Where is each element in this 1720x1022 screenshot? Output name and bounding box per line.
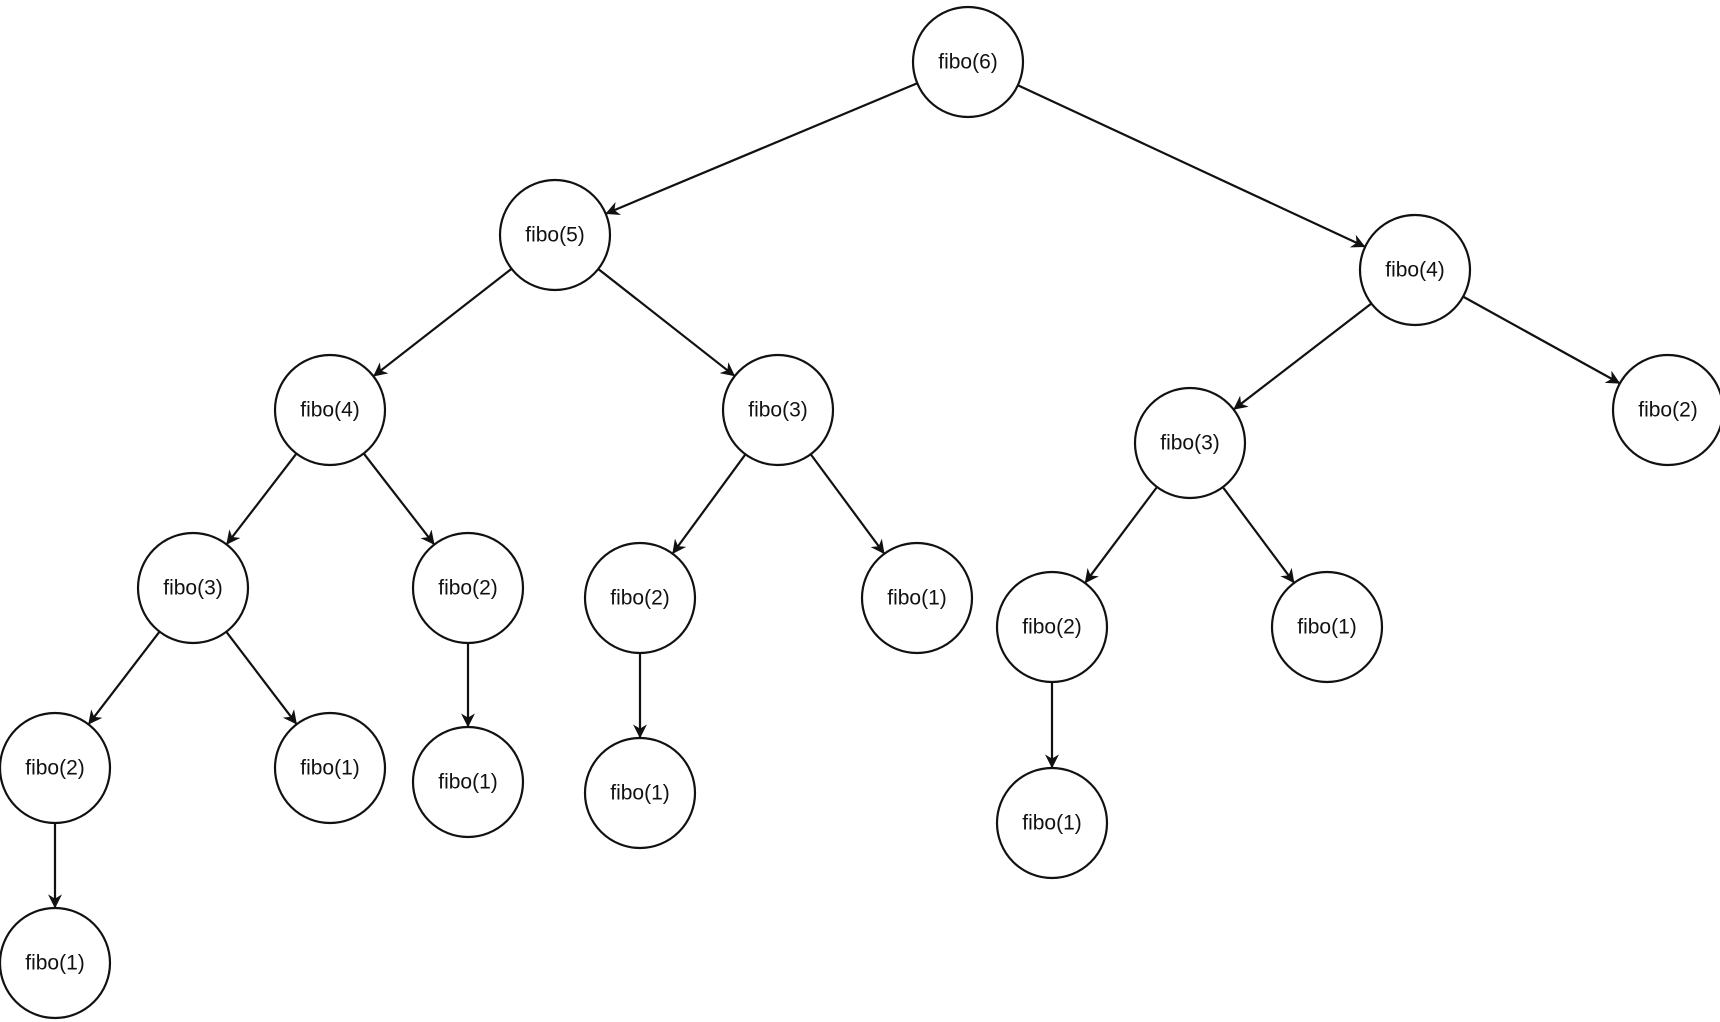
node-circle	[583, 541, 697, 655]
node-circle	[860, 541, 974, 655]
edge-n6-n4r	[1017, 84, 1366, 248]
node-label: fibo(1)	[610, 782, 670, 805]
node-n1m: fibo(1)	[860, 541, 974, 655]
node-n1l2: fibo(1)	[411, 725, 525, 839]
node-label: fibo(1)	[438, 771, 498, 794]
edge-n3l-n1l	[225, 631, 297, 725]
edge-n5-n3m	[597, 268, 736, 377]
node-n2r: fibo(2)	[995, 570, 1109, 684]
node-n3l: fibo(3)	[136, 531, 250, 645]
node-circle	[136, 531, 250, 645]
nodes-layer: fibo(6) fibo(5) fibo(4) fibo(4) fibo(3) fibo(…	[0, 5, 1720, 1020]
node-circle	[273, 353, 387, 467]
node-n1l: fibo(1)	[273, 711, 387, 825]
node-n4r: fibo(4)	[1358, 213, 1472, 327]
node-circle	[273, 711, 387, 825]
node-n2rr: fibo(2)	[1611, 353, 1720, 467]
edges-layer	[48, 82, 1621, 909]
edge-n3r-n1r	[1221, 486, 1295, 584]
node-label: fibo(2)	[1638, 399, 1698, 422]
node-circle	[1611, 353, 1720, 467]
node-label: fibo(3)	[1160, 432, 1220, 455]
node-label: fibo(1)	[1022, 812, 1082, 835]
node-label: fibo(2)	[25, 757, 85, 780]
node-n4l: fibo(4)	[273, 353, 387, 467]
node-label: fibo(6)	[938, 51, 998, 74]
node-circle	[411, 725, 525, 839]
edge-n3l-n2l	[88, 630, 161, 725]
node-circle	[721, 353, 835, 467]
node-n3r: fibo(3)	[1133, 386, 1247, 500]
node-circle	[498, 178, 612, 292]
node-label: fibo(3)	[748, 399, 808, 422]
node-label: fibo(4)	[300, 399, 360, 422]
edge-n4r-n3r	[1233, 302, 1373, 410]
edge-n6-n5	[605, 82, 918, 215]
node-n1r: fibo(1)	[1270, 570, 1384, 684]
edge-n5-n4l	[373, 267, 513, 377]
node-n6: fibo(6)	[911, 5, 1025, 119]
node-label: fibo(2)	[1022, 616, 1082, 639]
node-label: fibo(2)	[610, 587, 670, 610]
node-circle	[0, 906, 112, 1020]
node-n1ll: fibo(1)	[0, 906, 112, 1020]
node-circle	[1270, 570, 1384, 684]
node-label: fibo(3)	[163, 577, 223, 600]
node-circle	[995, 766, 1109, 880]
node-circle	[995, 570, 1109, 684]
edge-n3r-n2r	[1084, 486, 1158, 584]
edge-n4l-n2l2	[362, 452, 435, 545]
node-n3m: fibo(3)	[721, 353, 835, 467]
node-circle	[411, 531, 525, 645]
node-n5: fibo(5)	[498, 178, 612, 292]
node-label: fibo(1)	[300, 757, 360, 780]
node-circle	[1358, 213, 1472, 327]
node-n2l2: fibo(2)	[411, 531, 525, 645]
node-circle	[0, 711, 112, 825]
edge-n4r-n2rr	[1462, 295, 1621, 384]
node-label: fibo(2)	[438, 577, 498, 600]
node-label: fibo(1)	[25, 952, 85, 975]
node-n1m2: fibo(1)	[583, 736, 697, 850]
node-label: fibo(1)	[887, 587, 947, 610]
node-circle	[1133, 386, 1247, 500]
node-label: fibo(1)	[1297, 616, 1357, 639]
edge-n4l-n3l	[226, 452, 298, 545]
node-label: fibo(5)	[525, 224, 585, 247]
node-n2m: fibo(2)	[583, 541, 697, 655]
edge-n3m-n1m	[809, 453, 885, 555]
node-circle	[911, 5, 1025, 119]
node-n1r2: fibo(1)	[995, 766, 1109, 880]
edge-n3m-n2m	[672, 453, 747, 554]
node-circle	[583, 736, 697, 850]
node-n2l: fibo(2)	[0, 711, 112, 825]
node-label: fibo(4)	[1385, 259, 1445, 282]
